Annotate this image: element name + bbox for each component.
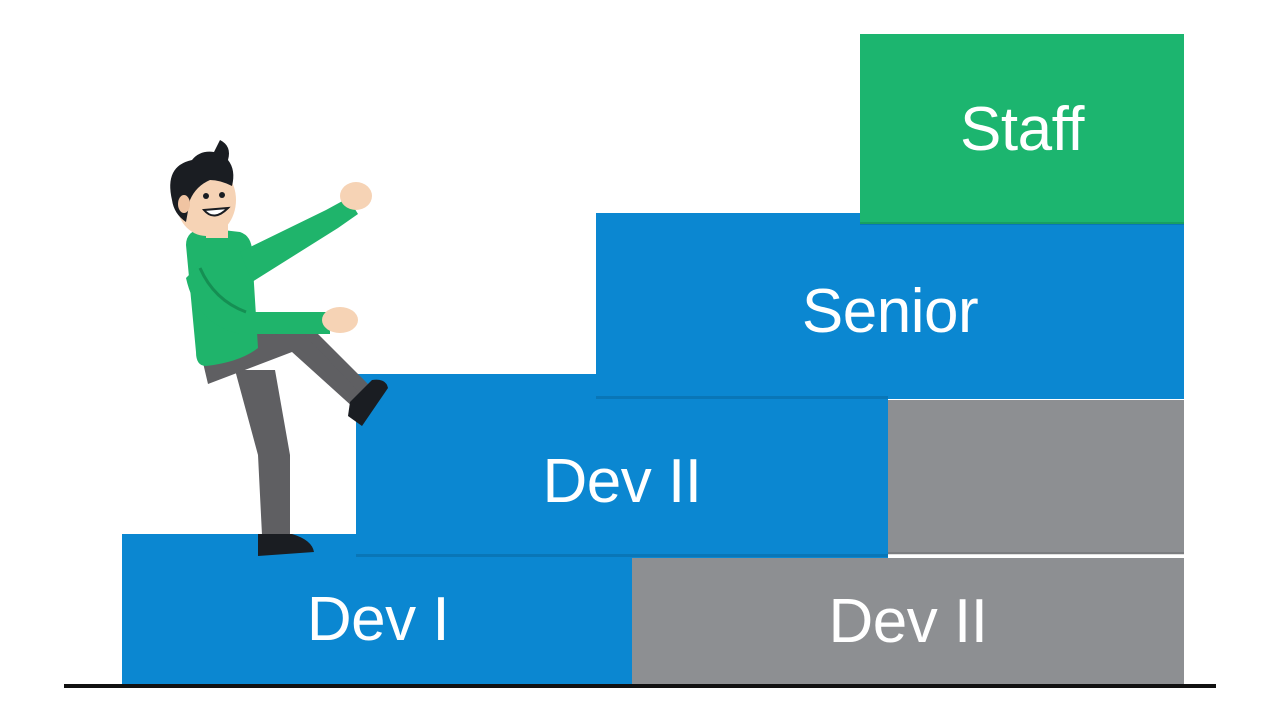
ground-line — [64, 684, 1216, 688]
torso — [186, 228, 258, 366]
step-gray-block — [888, 400, 1184, 554]
step-senior-label: Senior — [801, 276, 979, 346]
smile — [201, 206, 231, 217]
arm-shadow — [198, 267, 247, 314]
eye — [203, 193, 209, 199]
step-staff: Staff — [860, 34, 1184, 224]
seam-line — [860, 222, 1184, 225]
lower-hand — [322, 307, 358, 333]
raised-hand — [340, 182, 372, 210]
seam-line — [356, 554, 888, 557]
neck — [206, 222, 228, 238]
back-leg — [235, 370, 290, 536]
lower-arm — [186, 264, 330, 334]
head — [176, 164, 236, 236]
step-staff-label: Staff — [960, 94, 1084, 164]
step-dev-i-label: Dev I — [306, 584, 450, 654]
step-dev-ii-gray-label: Dev II — [828, 586, 988, 656]
step-senior: Senior — [596, 213, 1184, 399]
seam-line — [596, 396, 888, 399]
step-dev-ii-gray: Dev II — [632, 558, 1184, 684]
step-dev-i: Dev I — [122, 534, 634, 684]
ear — [178, 195, 190, 213]
raised-arm — [240, 198, 358, 282]
step-dev-ii-blue-label: Dev II — [542, 446, 702, 516]
front-leg — [206, 324, 372, 398]
hair — [170, 140, 234, 222]
eye — [219, 192, 225, 198]
front-leg-fill — [200, 330, 362, 408]
step-dev-ii-blue: Dev II — [356, 374, 888, 558]
seam-line — [888, 552, 1184, 555]
